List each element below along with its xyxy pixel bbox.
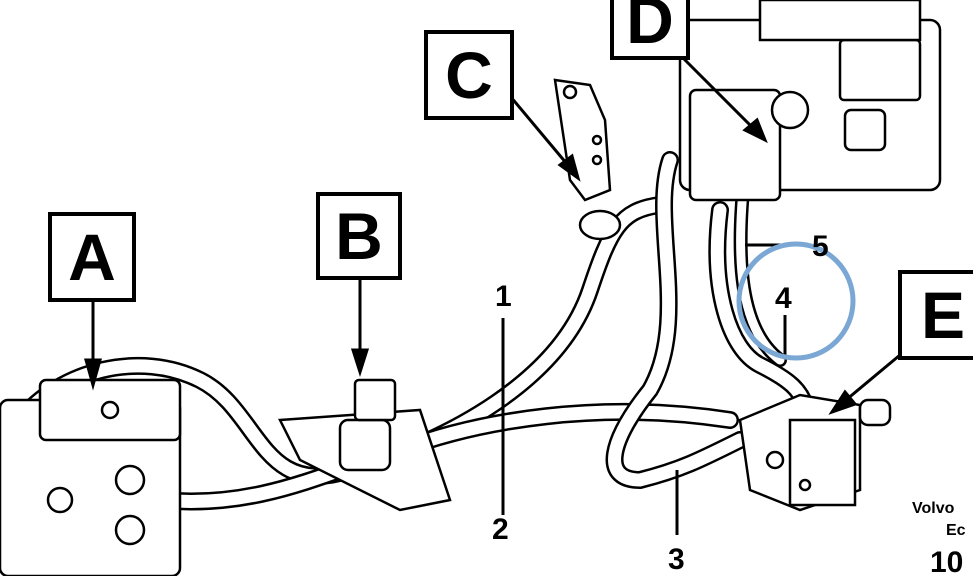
callout-d: D	[610, 0, 690, 60]
footer-line2: Ec	[946, 522, 966, 539]
label-3: 3	[668, 543, 685, 576]
footer-brand: Volvo	[912, 500, 955, 517]
components	[0, 0, 942, 576]
callout-c: C	[424, 30, 514, 120]
label-1: 1	[495, 280, 512, 313]
highlight-circle	[736, 241, 856, 361]
label-2: 2	[492, 513, 509, 546]
label-4: 4	[775, 282, 792, 315]
valve-block-e	[738, 393, 892, 512]
footer-code: 10	[930, 546, 964, 579]
callout-b: B	[316, 192, 402, 280]
clamp-b	[278, 378, 452, 512]
callout-e: E	[898, 270, 973, 360]
callout-a: A	[48, 212, 136, 302]
label-5: 5	[812, 230, 829, 263]
pump-d	[678, 0, 942, 202]
valve-block-a	[0, 378, 182, 576]
